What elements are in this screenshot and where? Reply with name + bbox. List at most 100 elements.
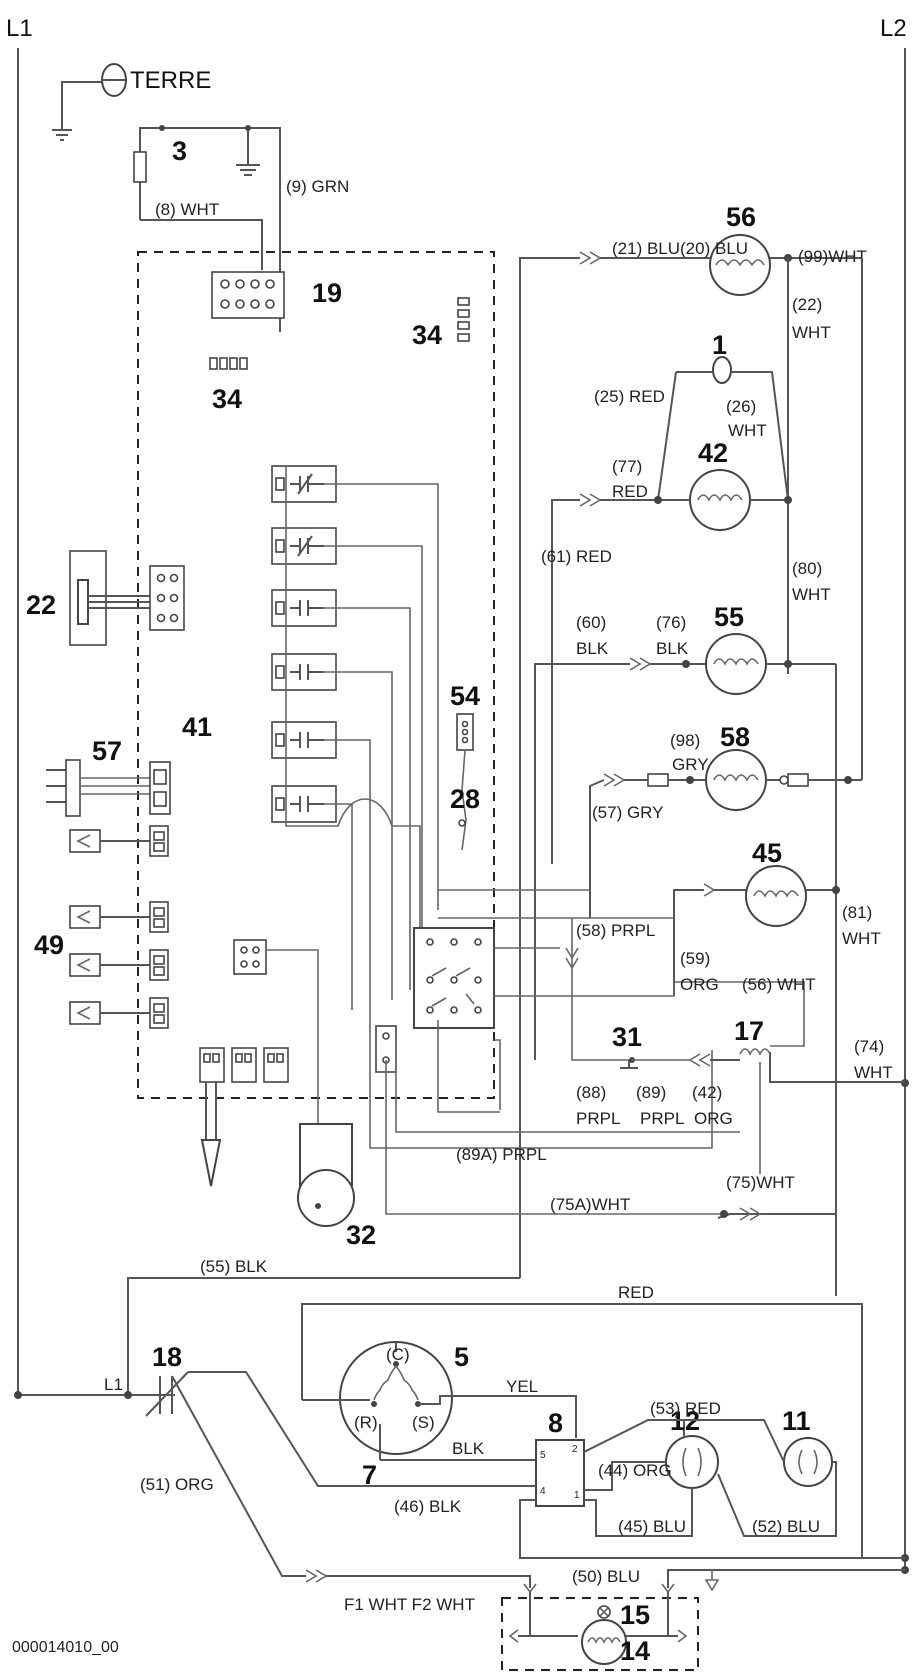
wire-label-59a: (59) xyxy=(680,949,710,968)
l1-inner-label: L1 xyxy=(104,1375,123,1394)
terminal-s: (S) xyxy=(412,1413,435,1432)
board-bus-wires xyxy=(369,889,805,1215)
board-bottom-connectors xyxy=(199,939,397,1187)
wire-label-57: (57) GRY xyxy=(592,803,664,822)
component-number-5: 5 xyxy=(454,1342,469,1372)
component-number-14: 14 xyxy=(620,1636,650,1666)
component-number-58: 58 xyxy=(720,722,750,752)
diagram-code: 000014010_00 xyxy=(12,1639,119,1656)
wire-51 xyxy=(171,1375,306,1577)
lamp-1 xyxy=(657,356,789,501)
l1-label: L1 xyxy=(6,15,33,42)
wire-label-21-20: (21) BLU(20) BLU xyxy=(612,239,748,258)
wire-label-25: (25) RED xyxy=(594,387,665,406)
wire-label-89b: PRPL xyxy=(640,1109,684,1128)
power-cord-3 xyxy=(133,125,281,332)
wire-label-56: (56) WHT xyxy=(742,975,816,994)
component-number-11: 11 xyxy=(782,1406,811,1436)
wire-label-74b: WHT xyxy=(854,1063,893,1082)
component-number-22: 22 xyxy=(26,590,56,620)
wire-label-80b: WHT xyxy=(792,585,831,604)
component-number-31: 31 xyxy=(612,1022,642,1052)
wire-label-26b: WHT xyxy=(728,421,767,440)
relay-pin-5: 5 xyxy=(540,1450,546,1461)
ground-symbol xyxy=(52,63,127,141)
connector-34-left xyxy=(209,357,248,370)
component-number-42: 42 xyxy=(698,438,728,468)
wire-55 xyxy=(127,1277,520,1395)
wire-label-45: (45) BLU xyxy=(618,1517,686,1536)
wire-label-42a: (42) xyxy=(692,1083,722,1102)
wire-46 xyxy=(188,1371,536,1487)
wire-label-44: (44) ORG xyxy=(598,1461,672,1480)
component-number-55: 55 xyxy=(714,602,744,632)
wire-yel xyxy=(418,1395,577,1438)
component-number-49: 49 xyxy=(34,930,64,960)
wire-label-53: (53) RED xyxy=(650,1399,721,1418)
central-switch-block xyxy=(413,927,495,1029)
wire-60 xyxy=(534,663,630,1060)
wire-label-yel: YEL xyxy=(506,1377,538,1396)
wire-label-55: (55) BLK xyxy=(200,1257,268,1276)
component-number-15: 15 xyxy=(620,1600,650,1630)
wire-45-blu xyxy=(584,1488,693,1537)
wire-58 xyxy=(571,918,632,1061)
wire-label-74a: (74) xyxy=(854,1037,884,1056)
valve-32 xyxy=(266,949,355,1227)
connector-19 xyxy=(211,271,285,319)
wire-label-9: (9) GRN xyxy=(286,177,349,196)
switch-54 xyxy=(456,713,474,851)
sensors-49 xyxy=(69,825,169,1029)
component-number-56: 56 xyxy=(726,202,756,232)
connector-34-right xyxy=(457,297,470,342)
component-number-1: 1 xyxy=(712,330,727,360)
capacitor-11 xyxy=(783,1437,833,1487)
wire-label-89a: (89) xyxy=(636,1083,666,1102)
wire-50 xyxy=(519,1499,862,1559)
wire-label-f1f2: F1 WHT F2 WHT xyxy=(344,1595,475,1614)
wire-label-89A: (89A) PRPL xyxy=(456,1145,547,1164)
wire-label-77a: (77) xyxy=(612,457,642,476)
wire-label-51: (51) ORG xyxy=(140,1475,214,1494)
wire-57 xyxy=(589,779,605,918)
wire-label-76b: BLK xyxy=(656,639,689,658)
component-number-7: 7 xyxy=(362,1460,377,1490)
wire-label-81b: WHT xyxy=(842,929,881,948)
wire-label-60b: BLK xyxy=(576,639,609,658)
component-number-19: 19 xyxy=(312,278,342,308)
wire-label-76a: (76) xyxy=(656,613,686,632)
component-number-32: 32 xyxy=(346,1220,376,1250)
relay-pin-4: 4 xyxy=(540,1486,546,1497)
heater-17 xyxy=(710,1048,836,1174)
wire-label-77b: RED xyxy=(612,482,648,501)
terminal-c: (C) xyxy=(386,1345,410,1364)
wire-59 xyxy=(673,889,704,996)
overload-18 xyxy=(124,1371,189,1417)
wire-label-75A: (75A)WHT xyxy=(550,1195,630,1214)
component-number-45: 45 xyxy=(752,838,782,868)
component-number-41: 41 xyxy=(182,712,212,742)
wire-label-blk: BLK xyxy=(452,1439,485,1458)
wire-label-52: (52) BLU xyxy=(752,1517,820,1536)
wire-red-loop xyxy=(301,1303,905,1559)
wire-61 xyxy=(551,499,580,864)
wire-f2 xyxy=(667,1569,905,1588)
wire-75 xyxy=(717,1213,836,1219)
wire-label-99: (99)WHT xyxy=(798,247,867,266)
defrost-heater-box xyxy=(501,1597,699,1671)
wire-label-58: (58) PRPL xyxy=(576,921,655,940)
wire-label-26a: (26) xyxy=(726,397,756,416)
l2-label: L2 xyxy=(880,15,907,42)
wire-label-22a: (22) xyxy=(792,295,822,314)
component-number-34-left: 34 xyxy=(212,384,242,414)
wire-label-98b: GRY xyxy=(672,755,709,774)
component-number-3: 3 xyxy=(172,136,187,166)
relay-pin-1: 1 xyxy=(574,1490,580,1501)
component-number-18: 18 xyxy=(152,1342,182,1372)
wire-label-60a: (60) xyxy=(576,613,606,632)
terminal-r: (R) xyxy=(354,1413,378,1432)
wire-label-98a: (98) xyxy=(670,731,700,750)
component-number-8: 8 xyxy=(548,1408,563,1438)
wire-label-88b: PRPL xyxy=(576,1109,620,1128)
